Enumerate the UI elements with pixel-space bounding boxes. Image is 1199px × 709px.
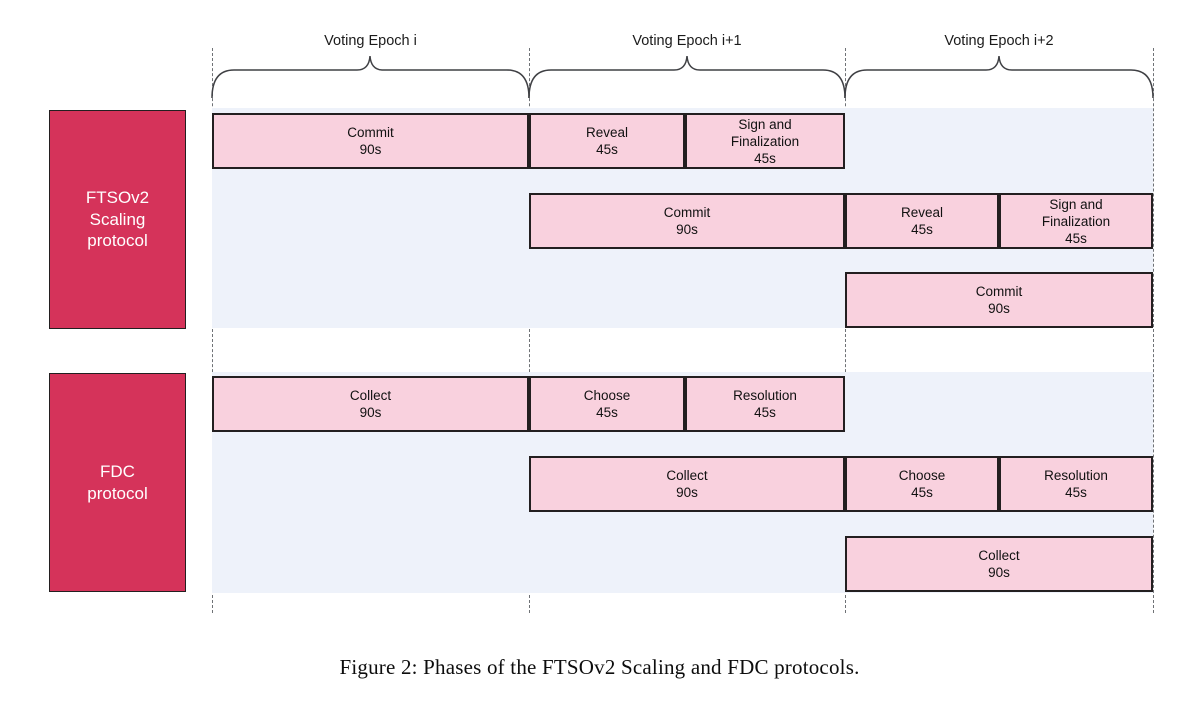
protocol-label-fdc-line1: FDC — [100, 461, 135, 481]
phase-box-ftsov2-r3-commit: Commit 90s — [845, 272, 1153, 328]
phase-name: Choose — [898, 468, 946, 483]
figure-caption: Figure 2: Phases of the FTSOv2 Scaling a… — [339, 655, 860, 679]
brace-epoch-i-plus-1 — [528, 55, 846, 99]
epoch-label-i-plus-2: Voting Epoch i+2 — [944, 33, 1054, 49]
phase-duration: 45s — [911, 485, 933, 500]
epoch-divider-i-i1 — [529, 48, 530, 613]
phase-duration: 45s — [754, 405, 776, 420]
phase-box-fdc-r2-collect: Collect 90s — [529, 456, 845, 512]
epoch-divider-start — [212, 48, 213, 613]
phase-box-ftsov2-r2-reveal: Reveal 45s — [845, 193, 999, 249]
phase-name: Reveal — [585, 125, 629, 140]
phase-box-fdc-r1-choose: Choose 45s — [529, 376, 685, 432]
phase-name: Resolution — [1044, 468, 1108, 483]
brace-epoch-i-plus-2 — [844, 55, 1154, 99]
epoch-divider-end — [1153, 48, 1154, 613]
phase-box-fdc-r2-resolution: Resolution 45s — [999, 456, 1153, 512]
phase-box-ftsov2-r1-commit: Commit 90s — [212, 113, 529, 169]
phase-duration: 90s — [359, 142, 382, 157]
phase-name: Commit — [663, 205, 711, 220]
phase-name: Resolution — [733, 388, 797, 403]
phase-name: Commit — [347, 125, 394, 140]
phase-name: Collect — [349, 388, 392, 403]
phase-name: Collect — [666, 468, 708, 483]
phase-box-fdc-r3-collect: Collect 90s — [845, 536, 1153, 592]
protocol-label-ftsov2-line1: FTSOv2 — [85, 187, 150, 207]
protocol-label-fdc-line2: protocol — [87, 483, 148, 503]
protocol-label-ftsov2: FTSOv2 Scaling protocol — [49, 110, 186, 329]
phase-box-ftsov2-r2-commit: Commit 90s — [529, 193, 845, 249]
phase-duration: 90s — [988, 565, 1010, 580]
protocol-label-ftsov2-line2: Scaling — [89, 209, 146, 229]
phase-duration: 90s — [676, 222, 698, 237]
phase-box-fdc-r1-collect: Collect 90s — [212, 376, 529, 432]
epoch-label-i: Voting Epoch i — [324, 33, 417, 49]
protocol-label-ftsov2-line3: protocol — [87, 231, 148, 251]
phase-box-fdc-r1-resolution: Resolution 45s — [685, 376, 845, 432]
epoch-divider-i1-i2 — [845, 48, 846, 613]
phase-duration: 90s — [676, 485, 698, 500]
phase-name: Choose — [583, 388, 631, 403]
epoch-label-i-plus-1: Voting Epoch i+1 — [632, 33, 742, 49]
phase-name: Commit — [975, 284, 1023, 299]
phase-duration: 90s — [359, 405, 382, 420]
phase-box-ftsov2-r1-reveal: Reveal 45s — [529, 113, 685, 169]
brace-epoch-i — [211, 55, 530, 99]
phase-duration: 45s — [596, 142, 618, 157]
phase-duration: 45s — [754, 150, 776, 166]
phase-duration: 45s — [1065, 485, 1087, 500]
phase-name: Collect — [978, 548, 1020, 563]
phase-name: Reveal — [900, 205, 944, 220]
phase-duration: 45s — [596, 405, 618, 420]
phase-duration: 45s — [1065, 230, 1087, 246]
phase-box-fdc-r2-choose: Choose 45s — [845, 456, 999, 512]
phase-duration: 45s — [911, 222, 933, 237]
phase-duration: 90s — [988, 301, 1010, 316]
protocol-label-fdc: FDC protocol — [49, 373, 186, 592]
